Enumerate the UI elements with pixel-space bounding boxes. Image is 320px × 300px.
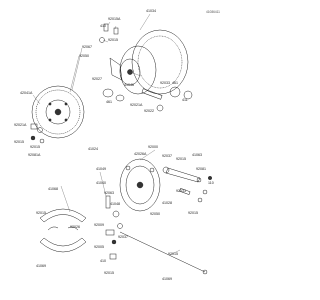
hub-bolts [99,23,119,43]
part-label: 92037 [118,235,128,239]
part-label: 92081A [28,153,41,157]
part-label: 42026A [134,152,147,156]
part-label: 410 [100,24,106,28]
part-label: 92021A [130,103,143,107]
part-label: 410 [100,259,106,263]
part-label: 461 [172,81,178,85]
part-label: 41034 [146,9,156,13]
part-label: 92050 [150,212,160,216]
part-label: 92015 [176,157,186,161]
coupling-parts [30,123,45,144]
part-label: 41069 [162,277,172,281]
brake-shoes [39,208,87,253]
part-label: 92015 [30,145,40,149]
part-label: 92015 [104,271,114,275]
part-label: 41048 [110,202,120,206]
part-label: 110 [208,181,214,185]
part-label: 41063 [192,153,202,157]
part-label: 41024 [88,147,98,151]
part-label: 92015 [14,140,24,144]
part-label: 41028 [162,201,172,205]
part-label: 41040 [96,181,106,185]
brake-lever [162,166,202,183]
part-label: 92000 [148,145,158,149]
part-label: 92015 [168,252,178,256]
part-label: 92009 [94,223,104,227]
part-label: 92015 [108,38,118,42]
part-label: 92015A [108,17,121,21]
part-label: 92033 [160,81,170,85]
part-label: 411 [182,98,188,102]
part-label: 92015 [36,211,46,215]
part-label: 92081 [196,167,206,171]
exploded-parts-diagram: 41086411 [14,9,220,281]
part-label: 92005 [94,245,104,249]
part-label: 92022 [144,109,154,113]
hub-bearings [102,86,193,112]
brake-panel [119,158,161,212]
part-label: 41069 [36,264,46,268]
part-label: 92015 [188,211,198,215]
rear-sprocket [31,85,85,139]
part-label: 92050 [79,54,89,58]
part-label: 92063 [104,191,114,195]
torque-link-parts [179,175,212,203]
leader-lines [32,13,181,256]
part-label: 41046 [124,83,134,87]
part-label: 41068 [48,187,58,191]
cam-shaft [105,195,123,260]
part-label: 92033 [176,189,186,193]
part-label: 92037 [162,154,172,158]
part-label: 41049 [96,167,106,171]
part-label: 461 [106,100,112,104]
part-label: 42041A [20,91,33,95]
part-label: 92021A [14,123,27,127]
part-label: 92027 [92,77,102,81]
part-label: 92067 [82,45,92,49]
rear-axle [119,231,208,275]
part-label: 92026 [70,225,80,229]
rear-hub [109,29,189,95]
diagram-code: 41086411 [206,10,220,14]
